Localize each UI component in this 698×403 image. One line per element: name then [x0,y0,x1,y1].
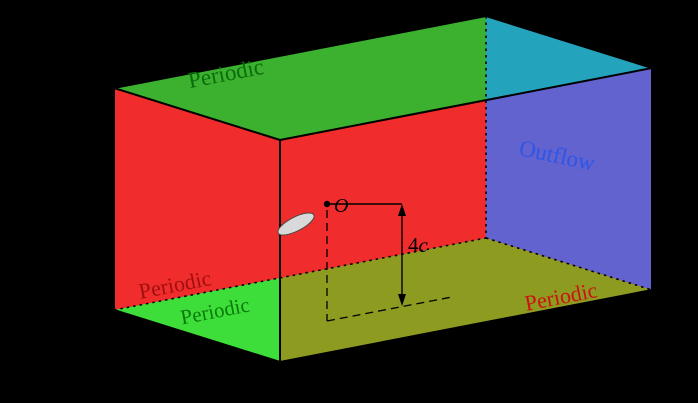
edge-top-left-front [113,87,281,141]
dimension-label: 4c [408,233,429,257]
dimension-arrowhead-down-icon [398,294,406,306]
hidden-edge-bottom-right [485,237,653,291]
airfoil-shape [277,212,315,236]
hidden-box-edges [113,16,653,311]
dimension-arrowhead-up-icon [398,204,406,216]
edge-bottom-front-left [113,309,281,363]
hidden-edge-bottom-back [113,237,487,311]
box-edges [113,15,653,363]
dimension-value-text: 4 [408,233,419,257]
origin-label: O [334,195,348,217]
origin-label-text: O [334,195,348,217]
dimension-symbol-text: c [419,233,429,257]
dimension-floor-dashed-line [326,296,453,322]
bottom-face [114,278,280,362]
edge-top-front [279,67,653,141]
dimension-annotation [323,200,453,322]
edge-bottom-front-right [279,289,653,363]
box-faces [114,16,652,362]
outflow-face [486,68,652,290]
edge-top-right [485,15,653,69]
top-outflow-overlap-region [486,16,652,100]
origin-point [323,200,331,208]
bottom-face-overlap-region [280,238,652,362]
edge-top-back [113,15,487,89]
